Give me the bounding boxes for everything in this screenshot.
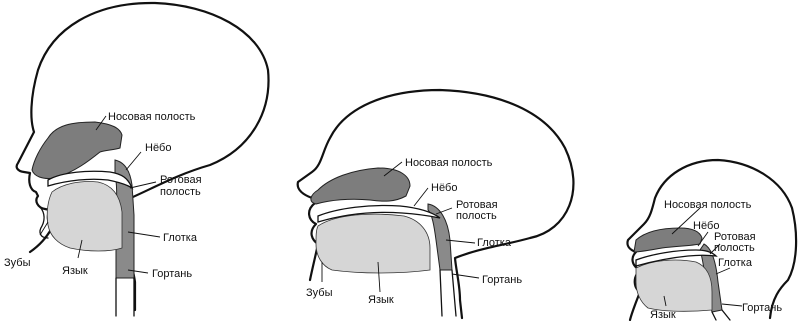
label-palate: Нёбо bbox=[145, 142, 171, 154]
label-larynx: Гортань bbox=[482, 274, 522, 286]
trachea-lines bbox=[116, 278, 134, 316]
label-larynx: Гортань bbox=[742, 302, 782, 314]
label-oral-cavity-2: полость bbox=[714, 242, 755, 254]
diagram-child: Носовая полость Нёбо Ротовая полость Гло… bbox=[298, 90, 574, 318]
label-nasal-cavity: Носовая полость bbox=[108, 111, 196, 123]
tongue-shape bbox=[316, 214, 430, 273]
label-nasal-cavity: Носовая полость bbox=[405, 157, 493, 169]
trachea-lines bbox=[440, 270, 456, 316]
label-nasal-cavity: Носовая полость bbox=[664, 199, 752, 211]
label-teeth: Зубы bbox=[4, 257, 31, 269]
tongue-shape bbox=[636, 260, 712, 311]
label-tongue: Язык bbox=[650, 309, 676, 321]
label-oral-cavity-2: полость bbox=[456, 210, 497, 222]
nasal-cavity-shape bbox=[311, 168, 410, 204]
diagram-small: Носовая полость Нёбо Ротовая полость Гло… bbox=[627, 160, 796, 321]
label-larynx: Гортань bbox=[152, 268, 192, 280]
tongue-shape bbox=[47, 181, 122, 251]
nasal-cavity-shape bbox=[32, 122, 122, 179]
label-oral-cavity-2: полость bbox=[160, 186, 201, 198]
label-pharynx: Глотка bbox=[718, 257, 753, 269]
head-outline bbox=[298, 90, 574, 318]
label-palate: Нёбо bbox=[431, 182, 457, 194]
label-tongue: Язык bbox=[368, 294, 394, 306]
label-teeth: Зубы bbox=[306, 287, 333, 299]
label-oral-cavity-1: Ротовая bbox=[160, 174, 202, 186]
label-pharynx: Глотка bbox=[163, 232, 198, 244]
diagram-adult: Носовая полость Нёбо Ротовая полость Гло… bbox=[4, 3, 269, 316]
nasal-cavity-shape bbox=[634, 228, 702, 252]
label-pharynx: Глотка bbox=[477, 237, 512, 249]
label-tongue: Язык bbox=[62, 265, 88, 277]
